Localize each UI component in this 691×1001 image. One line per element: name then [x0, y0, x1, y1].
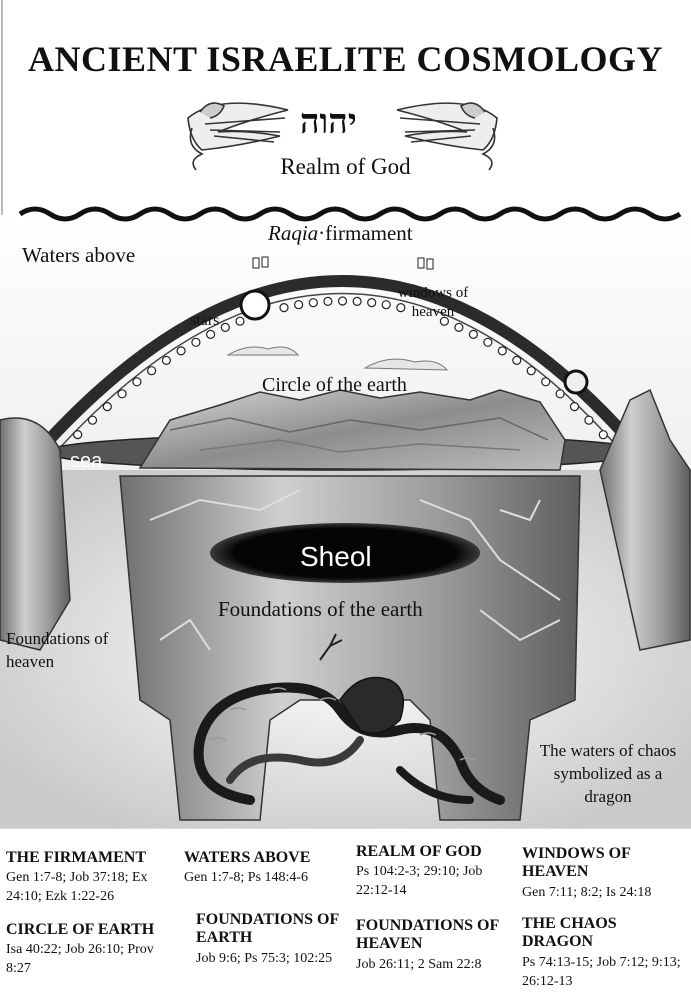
- star-dot: [308, 298, 318, 308]
- star-dot: [497, 346, 507, 356]
- label-sheol: Sheol: [300, 541, 372, 572]
- star-dot: [176, 346, 186, 356]
- right-mountain: [599, 388, 691, 651]
- star-dot: [147, 366, 157, 376]
- star-dot: [279, 303, 289, 313]
- ref-text: Job 26:11; 2 Sam 22:8: [356, 956, 482, 972]
- cosmology-diagram: ANCIENT ISRAELITE COSMOLOGY יהוה Realm o…: [0, 0, 691, 828]
- ref-waters-above: WATERS ABOVE Gen 1:7-8; Ps 148:4-6: [184, 849, 354, 888]
- ref-text: Gen 7:11; 8:2; Is 24:18: [522, 884, 652, 900]
- ref-heading: WATERS ABOVE: [184, 849, 311, 866]
- ref-heading: REALM OF GOD: [356, 843, 482, 860]
- star-dot: [468, 329, 478, 339]
- clouds: [226, 346, 449, 371]
- ref-foundations-of-heaven: FOUNDATIONS OF HEAVEN Job 26:11; 2 Sam 2…: [356, 917, 521, 975]
- winged-figure-right: [396, 102, 498, 171]
- scripture-references: THE FIRMAMENT Gen 1:7-8; Job 37:18; Ex 2…: [0, 828, 691, 1001]
- star-dot: [206, 329, 216, 339]
- star-dot: [541, 377, 551, 387]
- ref-text: Gen 1:7-8; Ps 148:4-6: [184, 870, 309, 886]
- firmament-windows: [252, 256, 434, 270]
- star-dot: [102, 402, 112, 412]
- star-dot: [483, 337, 493, 347]
- label-foundations-of-the-earth: Foundations of the earth: [218, 597, 423, 621]
- winged-figure-left: [187, 102, 289, 171]
- ref-foundations-of-earth: FOUNDATIONS OF EARTH Job 9:6; Ps 75:3; 1…: [196, 911, 351, 969]
- ref-heading: THE FIRMAMENT: [6, 849, 146, 866]
- earth-cracks: [149, 489, 561, 651]
- chaos-dragon: [193, 682, 505, 805]
- dragon-head: [339, 676, 405, 735]
- ref-text: Isa 40:22; Job 26:10; Prov 8:27: [6, 942, 154, 977]
- land-masses: [138, 389, 566, 471]
- ref-heading: FOUNDATIONS OF HEAVEN: [356, 917, 499, 953]
- star-dot: [454, 322, 464, 332]
- ref-heading: CIRCLE OF EARTH: [6, 921, 155, 938]
- star-dot: [352, 296, 362, 306]
- star-dot: [117, 389, 127, 399]
- star-dot: [526, 366, 536, 376]
- star-dot: [220, 322, 230, 332]
- label-sea: sea: [70, 450, 103, 472]
- diagram-illustration: [0, 0, 691, 828]
- star-dot: [584, 415, 594, 425]
- star-dot: [191, 337, 201, 347]
- raqia-word: Raqia: [268, 221, 319, 245]
- star-dot: [512, 355, 522, 365]
- ref-text: Job 9:6; Ps 75:3; 102:25: [196, 950, 333, 966]
- moon: [563, 369, 589, 395]
- page-title: ANCIENT ISRAELITE COSMOLOGY: [28, 39, 663, 79]
- ref-chaos-dragon: THE CHAOS DRAGON Ps 74:13-15; Job 7:12; …: [522, 915, 687, 992]
- ref-heading: THE CHAOS DRAGON: [522, 915, 617, 951]
- star-dot: [323, 296, 333, 306]
- label-chaos-dragon: The waters of chaos symbolized as a drag…: [539, 741, 677, 806]
- star-dot: [598, 430, 608, 440]
- star-dot: [396, 303, 406, 313]
- ref-heading: WINDOWS OF HEAVEN: [522, 845, 631, 881]
- star-dot: [161, 355, 171, 365]
- ref-heading: FOUNDATIONS OF EARTH: [196, 911, 339, 947]
- sheol-cavern: [210, 523, 480, 583]
- star-dot: [555, 389, 565, 399]
- firmament-word: ·firmament: [318, 221, 413, 245]
- star-dot: [87, 415, 98, 425]
- dragon-claw: [319, 633, 343, 661]
- waters-wave-line: [18, 206, 682, 222]
- star-dot: [569, 402, 580, 412]
- label-circle-of-the-earth: Circle of the earth: [262, 374, 407, 396]
- firmament-inner-line: [55, 292, 623, 453]
- star-dot: [439, 316, 449, 326]
- star-dot: [73, 430, 83, 440]
- star-dot: [381, 300, 391, 310]
- label-raqia-firmament: Raqia·firmament: [268, 221, 413, 245]
- ref-text: Ps 74:13-15; Job 7:12; 9:13; 26:12-13: [522, 954, 681, 989]
- ref-windows-of-heaven: WINDOWS OF HEAVEN Gen 7:11; 8:2; Is 24:1…: [522, 845, 687, 903]
- left-cliff: [0, 417, 71, 651]
- star-dot: [294, 300, 304, 310]
- ref-realm-of-god: REALM OF GOD Ps 104:2-3; 29:10; Job 22:1…: [356, 843, 516, 901]
- label-realm-of-god: Realm of God: [280, 154, 411, 179]
- ref-circle-of-earth: CIRCLE OF EARTH Isa 40:22; Job 26:10; Pr…: [6, 921, 181, 979]
- divine-name: יהוה: [300, 102, 357, 142]
- label-stars: stars: [190, 312, 220, 329]
- label-windows-of-heaven: windows of heaven: [397, 285, 469, 320]
- ref-text: Ps 104:2-3; 29:10; Job 22:12-14: [356, 864, 483, 899]
- star-dot: [367, 298, 377, 308]
- firmament-dome: [33, 275, 645, 457]
- star-dot: [132, 377, 142, 387]
- label-foundations-of-heaven: Foundations of heaven: [6, 629, 109, 671]
- star-dot: [235, 316, 245, 326]
- star-dot: [337, 296, 348, 306]
- ref-firmament: THE FIRMAMENT Gen 1:7-8; Job 37:18; Ex 2…: [6, 849, 181, 907]
- label-waters-above: Waters above: [22, 243, 136, 267]
- ref-text: Gen 1:7-8; Job 37:18; Ex 24:10; Ezk 1:22…: [6, 870, 148, 905]
- sun: [239, 289, 271, 321]
